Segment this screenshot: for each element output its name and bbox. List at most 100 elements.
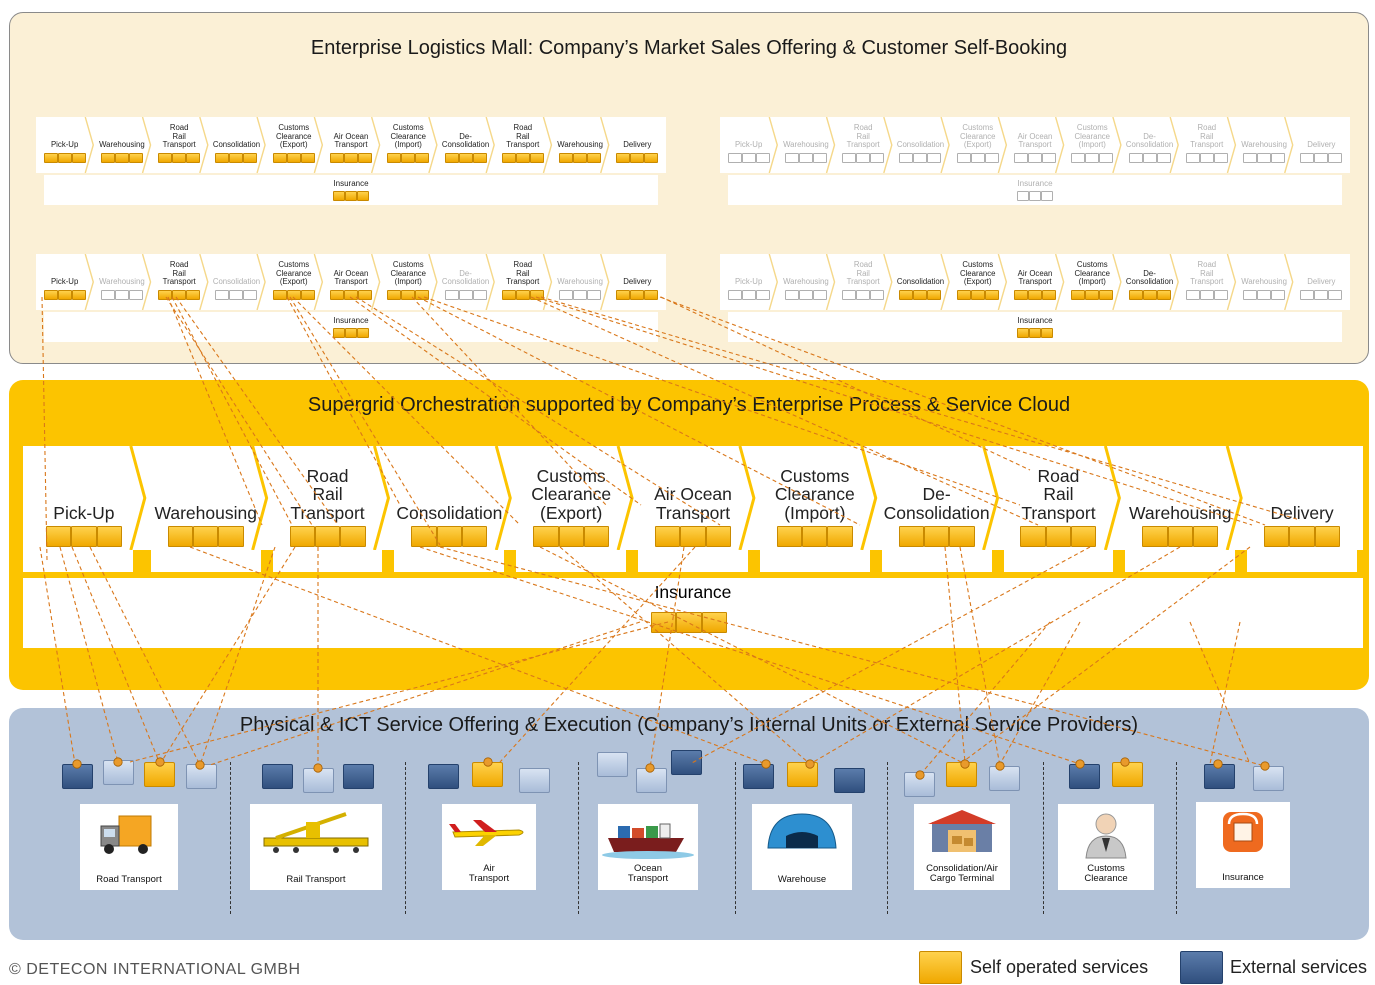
group-separator: [1176, 762, 1177, 914]
step-service-boxes[interactable]: [215, 153, 258, 163]
step-service-boxes[interactable]: [559, 290, 602, 300]
step-service-boxes[interactable]: [43, 153, 86, 163]
service-box: [1271, 153, 1286, 163]
step-service-boxes[interactable]: [330, 153, 372, 163]
icon-shape: [293, 847, 299, 853]
provider-service-tile[interactable]: [636, 768, 667, 793]
step-service-boxes[interactable]: [215, 290, 258, 300]
orch-service-boxes[interactable]: [411, 526, 488, 547]
step-service-boxes[interactable]: [784, 153, 827, 163]
step-service-boxes[interactable]: [444, 153, 487, 163]
orch-service-boxes[interactable]: [289, 526, 366, 547]
orchestration-title: Supergrid Orchestration supported by Com…: [307, 394, 1071, 416]
step-service-boxes[interactable]: [387, 153, 430, 163]
step-service-boxes[interactable]: [444, 290, 487, 300]
provider-service-tile[interactable]: [1204, 764, 1235, 789]
insurance-service-boxes[interactable]: [1017, 191, 1053, 201]
orch-service-boxes[interactable]: [1142, 526, 1219, 547]
service-box: [529, 153, 544, 163]
mini-insurance-band: Insurance: [44, 175, 658, 205]
service-box: [913, 290, 928, 300]
legend-self-swatch: [919, 951, 962, 984]
step-service-boxes[interactable]: [727, 153, 770, 163]
service-box: [1199, 290, 1214, 300]
step-service-boxes[interactable]: [272, 153, 315, 163]
step-service-boxes[interactable]: [559, 153, 602, 163]
provider-service-tile[interactable]: [834, 768, 865, 793]
step-service-boxes[interactable]: [158, 290, 201, 300]
provider-service-tile[interactable]: [1253, 766, 1284, 791]
provider-service-tile[interactable]: [303, 768, 334, 793]
orch-service-boxes[interactable]: [167, 526, 244, 547]
step-service-boxes[interactable]: [899, 290, 942, 300]
provider-service-tile[interactable]: [904, 772, 935, 797]
step-service-boxes[interactable]: [842, 290, 885, 300]
step-service-boxes[interactable]: [1185, 290, 1228, 300]
step-service-boxes[interactable]: [1185, 153, 1228, 163]
step-service-boxes[interactable]: [387, 290, 430, 300]
step-service-boxes[interactable]: [272, 290, 315, 300]
provider-service-tile[interactable]: [787, 762, 818, 787]
orch-service-boxes[interactable]: [45, 526, 122, 547]
orch-service-boxes[interactable]: [898, 526, 975, 547]
step-service-boxes[interactable]: [158, 153, 201, 163]
provider-service-tile[interactable]: [1112, 762, 1143, 787]
step-service-boxes[interactable]: [1300, 290, 1343, 300]
provider-service-tile[interactable]: [428, 764, 459, 789]
step-service-boxes[interactable]: [1300, 153, 1343, 163]
step-service-boxes[interactable]: [1014, 153, 1056, 163]
provider-service-tile[interactable]: [472, 762, 503, 787]
insurance-service-boxes[interactable]: [333, 191, 369, 201]
orch-insurance-boxes[interactable]: [651, 612, 727, 633]
step-service-boxes[interactable]: [842, 153, 885, 163]
service-box: [755, 290, 770, 300]
provider-service-tile[interactable]: [743, 764, 774, 789]
service-box: [927, 153, 942, 163]
orch-service-boxes[interactable]: [776, 526, 853, 547]
step-service-boxes[interactable]: [727, 290, 770, 300]
step-service-boxes[interactable]: [1243, 290, 1286, 300]
service-box: [899, 290, 914, 300]
orch-service-boxes[interactable]: [655, 526, 731, 547]
provider-service-tile[interactable]: [144, 762, 175, 787]
insurance-service-boxes[interactable]: [333, 328, 369, 338]
provider-service-tile[interactable]: [989, 766, 1020, 791]
step-service-boxes[interactable]: [1128, 153, 1171, 163]
orch-service-boxes[interactable]: [1020, 526, 1097, 547]
step-service-boxes[interactable]: [100, 290, 143, 300]
provider-service-tile[interactable]: [103, 760, 134, 785]
service-box: [842, 153, 857, 163]
step-service-boxes[interactable]: [43, 290, 86, 300]
step-service-boxes[interactable]: [1243, 153, 1286, 163]
provider-service-tile[interactable]: [262, 764, 293, 789]
step-service-boxes[interactable]: [501, 153, 544, 163]
service-box: [243, 153, 258, 163]
step-service-boxes[interactable]: [1071, 153, 1114, 163]
step-service-boxes[interactable]: [1071, 290, 1114, 300]
step-service-boxes[interactable]: [956, 290, 999, 300]
insurance-service-boxes[interactable]: [1017, 328, 1053, 338]
step-service-boxes[interactable]: [956, 153, 999, 163]
step-service-boxes[interactable]: [616, 290, 659, 300]
provider-service-tile[interactable]: [1069, 764, 1100, 789]
provider-service-tile[interactable]: [519, 768, 550, 793]
provider-service-tile[interactable]: [186, 764, 217, 789]
provider-service-tile[interactable]: [946, 762, 977, 787]
provider-service-tile[interactable]: [62, 764, 93, 789]
orch-service-boxes[interactable]: [533, 526, 610, 547]
orch-service-boxes[interactable]: [1264, 526, 1341, 547]
step-service-boxes[interactable]: [501, 290, 544, 300]
step-service-boxes[interactable]: [784, 290, 827, 300]
provider-service-tile[interactable]: [671, 750, 702, 775]
step-service-boxes[interactable]: [899, 153, 942, 163]
step-service-boxes[interactable]: [1014, 290, 1056, 300]
provider-service-tile[interactable]: [343, 764, 374, 789]
step-service-boxes[interactable]: [330, 290, 372, 300]
step-service-boxes[interactable]: [616, 153, 659, 163]
provider-service-tile[interactable]: [597, 752, 628, 777]
step-service-boxes[interactable]: [1128, 290, 1171, 300]
step-service-boxes[interactable]: [100, 153, 143, 163]
